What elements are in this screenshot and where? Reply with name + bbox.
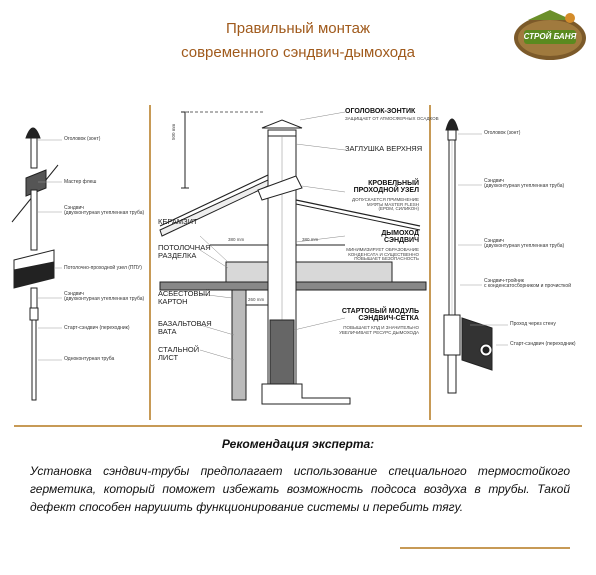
logo-text: СТРОЙ БАНЯ — [523, 32, 577, 41]
label-start-module-sub: ПОВЫШАЕТ КПД И ЗНАЧИТЕЛЬНО УВЕЛИЧИВАЕТ Р… — [339, 325, 419, 335]
left-label-sandwich-1: Сэндвич (двухконтурная утепленная труба) — [64, 205, 145, 217]
dim-380-left: 380 mm — [228, 237, 245, 242]
divider-top — [14, 425, 582, 427]
left-label-flash: Мастер флеш — [64, 179, 97, 185]
page-title-line2: современного сэндвич-дымохода — [181, 44, 415, 61]
label-top-plug: ЗАГЛУШКА ВЕРХНЯЯ — [345, 144, 423, 153]
right-label-sandwich-2: Сэндвич (двухконтурная утепленная труба) — [484, 238, 565, 250]
right-label-wall-pass: Проход через стену — [510, 321, 556, 327]
center-section — [159, 111, 427, 405]
brand-logo: СТРОЙ БАНЯ — [510, 6, 590, 70]
label-asbestos: АСБЕСТОВЫЙ КАРТОН — [158, 289, 211, 306]
right-label-sandwich-1: Сэндвич (двухконтурная утепленная труба) — [484, 178, 565, 190]
dim-380-right: 380 mm — [302, 237, 319, 242]
label-start-module: СТАРТОВЫЙ МОДУЛЬ СЭНДВИЧ-СЕТКА — [341, 308, 419, 323]
logo-emblem-icon — [514, 10, 586, 60]
label-ceiling-cut: ПОТОЛОЧНАЯ РАЗДЕЛКА — [158, 243, 211, 260]
page-title-line1: Правильный монтаж — [225, 20, 370, 37]
right-label-cap: Оголовок (зонт) — [484, 130, 521, 136]
right-label-start-sandwich: Старт-сэндвич (переходник) — [510, 341, 576, 347]
expert-title: Рекомендация эксперта: — [221, 437, 375, 451]
label-roof-node-sub: ДОПУСКАЕТСЯ ПРИМЕНЕНИЕ МУФТЫ MASTER FLES… — [352, 197, 419, 212]
left-label-single-pipe: Одноконтурная труба — [64, 356, 115, 362]
left-label-cap: Оголовок (зонт) — [64, 136, 101, 142]
label-cap-umbrella: ОГОЛОВОК-ЗОНТИК — [345, 108, 416, 115]
label-cap-umbrella-sub: ЗАЩИЩАЕТ ОТ АТМОСФЕРНЫХ ОСАДКОВ — [345, 116, 439, 121]
left-label-start-sandwich: Старт-сэндвич (переходник) — [64, 325, 130, 331]
left-label-ceiling-node: Потолочно-проходной узел (ППУ) — [64, 265, 142, 271]
dim-260: 260 mm — [248, 297, 265, 302]
label-sandwich-chimney: ДЫМОХОД СЭНДВИЧ — [381, 230, 419, 245]
label-steel-sheet: СТАЛЬНОЙ ЛИСТ — [158, 345, 200, 362]
label-roof-node: КРОВЕЛЬНЫЙ ПРОХОДНОЙ УЗЕЛ — [353, 180, 419, 195]
label-basalt: БАЗАЛЬТОВАЯ ВАТА — [158, 319, 212, 336]
expert-text: Установка сэндвич-трубы предполагает исп… — [30, 464, 570, 514]
label-sandwich-chimney-sub: МИНИМИЗИРУЕТ ОБРАЗОВАНИЕ КОНДЕНСАТА И СУ… — [346, 247, 419, 262]
left-label-sandwich-2: Сэндвич (двухконтурная утепленная труба) — [64, 291, 145, 303]
divider-bottom — [400, 547, 570, 549]
dim-500: 500 mm — [171, 123, 176, 140]
right-chimney — [443, 118, 508, 394]
right-label-tee: Сэндвич-тройник с конденсатосборником и … — [484, 278, 571, 290]
left-chimney — [11, 127, 62, 401]
label-keramzit: КЕРАМЗИТ — [158, 217, 198, 226]
